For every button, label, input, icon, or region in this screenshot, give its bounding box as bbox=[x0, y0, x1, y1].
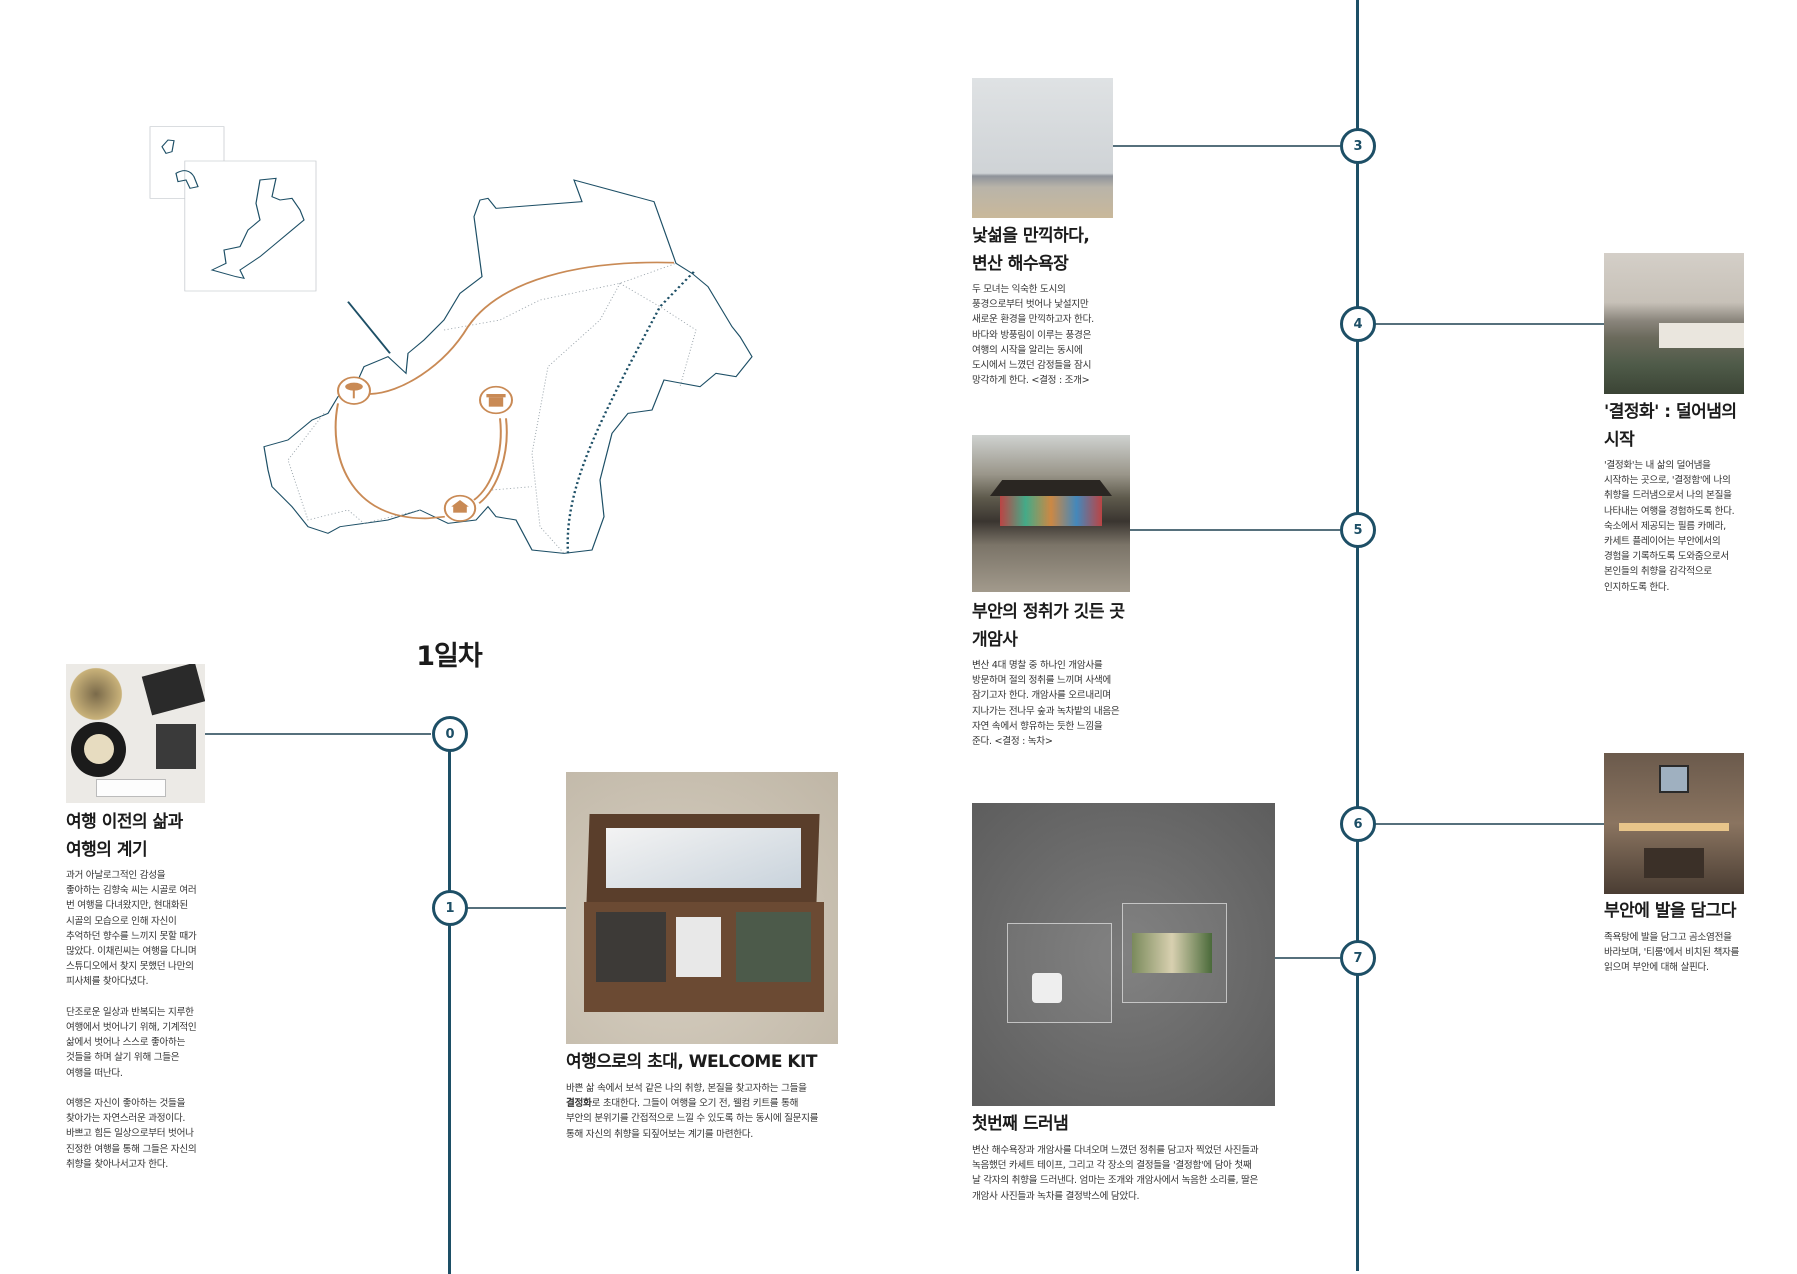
photo-byeonsan-beach bbox=[972, 78, 1113, 218]
step-0-title: 여행 이전의 삶과 여행의 계기 bbox=[66, 812, 183, 860]
tree-icon bbox=[345, 382, 363, 399]
step-1-title: 여행으로의 초대, WELCOME KIT bbox=[566, 1052, 817, 1072]
step-1-body-pre: 바쁜 삶 속에서 보석 같은 나의 취향, 본질을 찾고자하는 그들을 bbox=[566, 1083, 807, 1094]
step-6-title: 부안에 발을 담그다 bbox=[1604, 901, 1736, 921]
photo-gaeamsa-temple bbox=[972, 435, 1130, 592]
connector-3 bbox=[1113, 145, 1340, 147]
travel-route bbox=[334, 261, 675, 522]
pier bbox=[347, 301, 391, 354]
step-7-body: 변산 해수욕장과 개암사를 다녀오며 느꼈던 정취를 담고자 찍었던 사진들과 … bbox=[972, 1145, 1259, 1202]
timeline-line-left bbox=[448, 734, 451, 1274]
step-6-body: 족욕탕에 발을 담그고 곰소염전을 바라보며, '티룸'에서 비치된 책자를 읽… bbox=[1604, 932, 1740, 974]
step-0-body: 과거 아날로그적인 감성을 좋아하는 김향숙 씨는 시골로 여러 번 여행을 다… bbox=[66, 870, 197, 1170]
step-4-body: '결정화'는 내 삶의 덜어냄을 시작하는 곳으로, '결정함'에 나의 취향을… bbox=[1604, 460, 1735, 593]
island-shapes bbox=[161, 139, 305, 280]
day-label: 1일차 bbox=[416, 641, 482, 672]
timeline-node-7: 7 bbox=[1340, 940, 1376, 976]
step-1-body-post: 로 초대한다. 그들이 여행을 오기 전, 웰컴 키트를 통해 부안의 분위기를… bbox=[566, 1098, 819, 1140]
timeline-node-0: 0 bbox=[432, 716, 468, 752]
inset-map bbox=[149, 126, 317, 292]
photo-welcome-kit bbox=[566, 772, 838, 1044]
step-3-body: 두 모녀는 익숙한 도시의 풍경으로부터 벗어나 낯설지만 새로운 환경을 만끽… bbox=[972, 284, 1094, 387]
region-outline bbox=[263, 179, 753, 554]
photo-gyeoljeonghwa-lodging bbox=[1604, 253, 1744, 394]
step-7-title: 첫번째 드러냄 bbox=[972, 1114, 1069, 1134]
step-1-body-bold: 결정화 bbox=[566, 1098, 592, 1110]
step-4-title: '결정화' : 덜어냄의 시작 bbox=[1604, 402, 1737, 450]
connector-0 bbox=[205, 733, 431, 735]
timeline-line-right bbox=[1356, 0, 1359, 1271]
connector-1 bbox=[467, 907, 566, 909]
timeline-node-6: 6 bbox=[1340, 806, 1376, 842]
timeline-node-1: 1 bbox=[432, 890, 468, 926]
step-5-body: 변산 4대 명찰 중 하나인 개암사를 방문하며 절의 정취를 느끼며 사색에 … bbox=[972, 660, 1120, 748]
photo-footbath-tearoom bbox=[1604, 753, 1744, 894]
house-icon bbox=[451, 500, 469, 513]
timeline-node-5: 5 bbox=[1340, 512, 1376, 548]
photo-analog-collage bbox=[66, 664, 205, 803]
connector-6 bbox=[1375, 823, 1604, 825]
step-5-title: 부안의 정취가 깃든 곳 개암사 bbox=[972, 602, 1125, 650]
district-boundaries bbox=[287, 262, 697, 554]
step-3-title: 낯섦을 만끽하다, 변산 해수욕장 bbox=[972, 226, 1090, 274]
connector-5 bbox=[1130, 529, 1340, 531]
connector-4 bbox=[1375, 323, 1604, 325]
step-1-body: 바쁜 삶 속에서 보석 같은 나의 취향, 본질을 찾고자하는 그들을 결정화로… bbox=[566, 1081, 819, 1142]
connector-7 bbox=[1275, 957, 1340, 959]
buan-route-map bbox=[149, 126, 753, 554]
timeline-node-4: 4 bbox=[1340, 306, 1376, 342]
temple-icon bbox=[486, 394, 506, 407]
photo-crystal-boxes bbox=[972, 803, 1275, 1106]
timeline-node-3: 3 bbox=[1340, 128, 1376, 164]
